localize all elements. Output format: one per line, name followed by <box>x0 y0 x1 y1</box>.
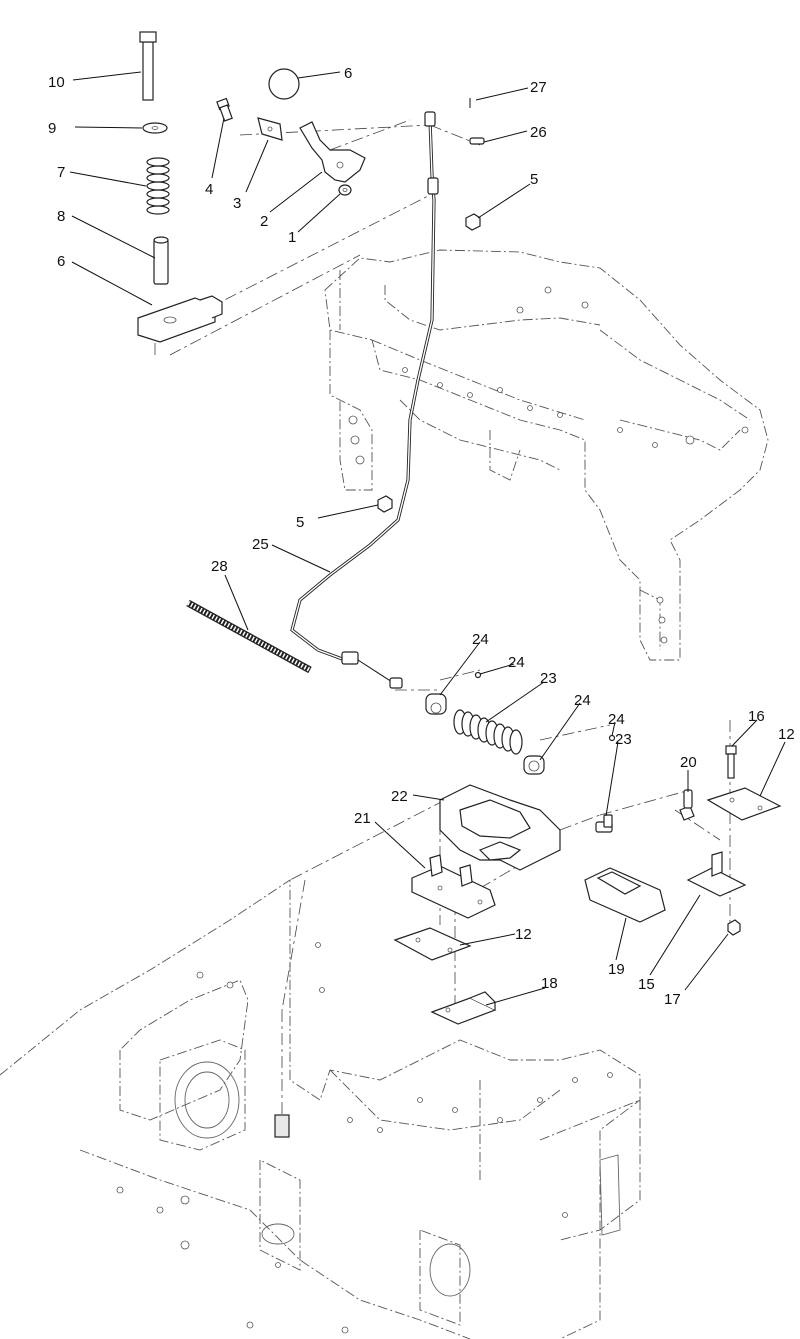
part-25-cable <box>290 111 439 689</box>
callout-8: 7 <box>57 164 65 181</box>
part-18-stud <box>679 789 695 821</box>
part-10-washer <box>142 122 168 134</box>
callout-24-right: 24 <box>608 711 625 728</box>
callout-11: 10 <box>48 74 65 91</box>
callout-5-lower: 5 <box>296 514 304 531</box>
callout-19: 21 <box>354 810 371 827</box>
callout-2: 2 <box>260 213 268 230</box>
callout-26: 26 <box>530 124 547 141</box>
part-1-bushing <box>338 184 352 196</box>
part-14-bolt <box>725 745 737 779</box>
part-5-nut-lower <box>377 495 393 513</box>
part-15-nut <box>727 919 741 936</box>
part-24-set-screw-left <box>474 671 482 679</box>
part-24-set-screw-right <box>608 734 616 742</box>
callout-24-left: 24 <box>508 654 525 671</box>
part-9-spacer <box>153 236 169 285</box>
part-23-collar-left <box>425 693 447 715</box>
callout-4: 4 <box>205 181 213 198</box>
callout-6: 6 <box>344 65 352 82</box>
part-13-bracket <box>686 851 747 897</box>
callout-12-left: 12 <box>515 926 532 943</box>
part-17-bracket <box>584 867 666 923</box>
assembly-centerlines <box>154 119 731 1115</box>
callout-22: 23 <box>540 670 557 687</box>
part-21-shoulder-bolt <box>595 814 613 833</box>
callout-3: 3 <box>233 195 241 212</box>
callout-23-left: 24 <box>472 631 489 648</box>
part-4-bolt <box>216 97 233 122</box>
part-3-bracket <box>257 117 283 141</box>
part-23-collar-right <box>523 755 545 775</box>
part-16-bracket <box>430 991 497 1025</box>
part-28-threaded-rod <box>186 599 312 674</box>
callout-28: 28 <box>211 558 228 575</box>
part-8-spring <box>146 157 170 215</box>
part-26-clevis-pin <box>469 137 485 145</box>
callout-7: 6 <box>57 253 65 270</box>
callout-17: 19 <box>608 961 625 978</box>
callout-1: 1 <box>288 229 296 246</box>
part-2-lever <box>299 121 366 183</box>
callout-18: 20 <box>680 754 697 771</box>
callout-15: 17 <box>664 991 681 1008</box>
callout-12-right: 12 <box>778 726 795 743</box>
callout-13: 15 <box>638 976 655 993</box>
callout-21: 23 <box>615 731 632 748</box>
callout-10: 9 <box>48 120 56 137</box>
callout-labels: 10 9 7 8 6 4 3 2 1 6 27 26 5 5 25 28 24 … <box>48 65 795 1008</box>
part-12-plate-left <box>393 927 472 961</box>
lower-frame <box>0 879 641 1339</box>
part-19-bracket <box>411 854 496 919</box>
part-20-plate <box>439 784 561 871</box>
callout-14: 16 <box>748 708 765 725</box>
callout-16: 18 <box>541 975 558 992</box>
part-7-plate <box>137 295 223 343</box>
part-6-knob <box>268 68 300 100</box>
part-12-plate-right <box>706 787 782 821</box>
callout-5-upper: 5 <box>530 171 538 188</box>
part-22-spring <box>453 709 523 755</box>
callout-leaders <box>69 71 786 1006</box>
part-11-bolt <box>139 31 157 101</box>
part-5-nut-upper <box>465 213 481 231</box>
callout-25: 25 <box>252 536 269 553</box>
callout-27: 27 <box>530 79 547 96</box>
callout-23-right: 24 <box>574 692 591 709</box>
callout-20: 22 <box>391 788 408 805</box>
callout-9: 8 <box>57 208 65 225</box>
upper-frame <box>324 249 769 661</box>
